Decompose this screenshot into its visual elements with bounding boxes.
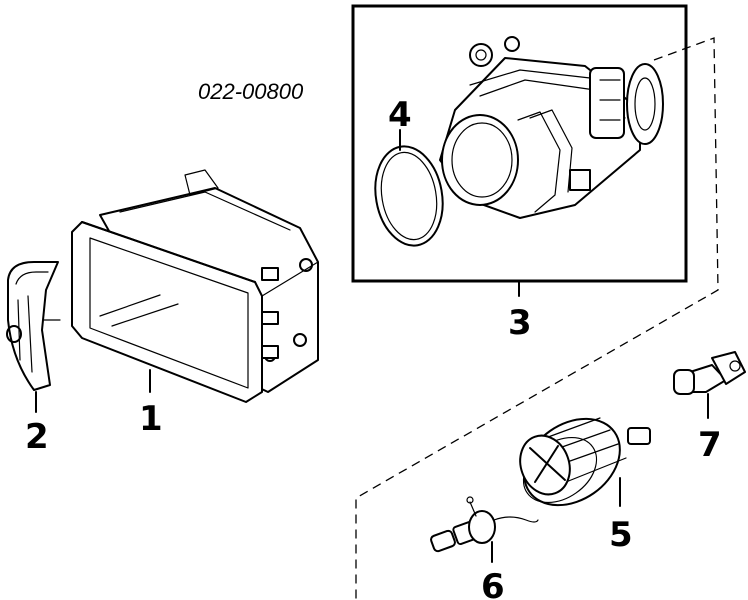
callout-label-7: 7: [698, 425, 722, 465]
gasket-ring-part: [374, 145, 444, 247]
callout-label-1: 1: [139, 399, 163, 439]
halogen-bulb-part: [430, 496, 539, 553]
side-marker-bulb-part: [673, 351, 746, 395]
fog-lamp-detail-box: [351, 4, 688, 283]
reference-code: 022-00800: [198, 79, 304, 104]
headlamp-part: [71, 169, 319, 403]
fog-lamp-part: [439, 36, 664, 219]
callout-label-3: 3: [508, 303, 532, 343]
side-trim-part: [6, 261, 61, 391]
exploded-view-guide: [355, 37, 719, 600]
callout-label-5: 5: [609, 515, 633, 555]
callout-label-2: 2: [25, 417, 49, 457]
callout-label-6: 6: [481, 567, 505, 600]
bulb-socket-part: [519, 417, 651, 507]
callout-label-4: 4: [388, 95, 412, 135]
